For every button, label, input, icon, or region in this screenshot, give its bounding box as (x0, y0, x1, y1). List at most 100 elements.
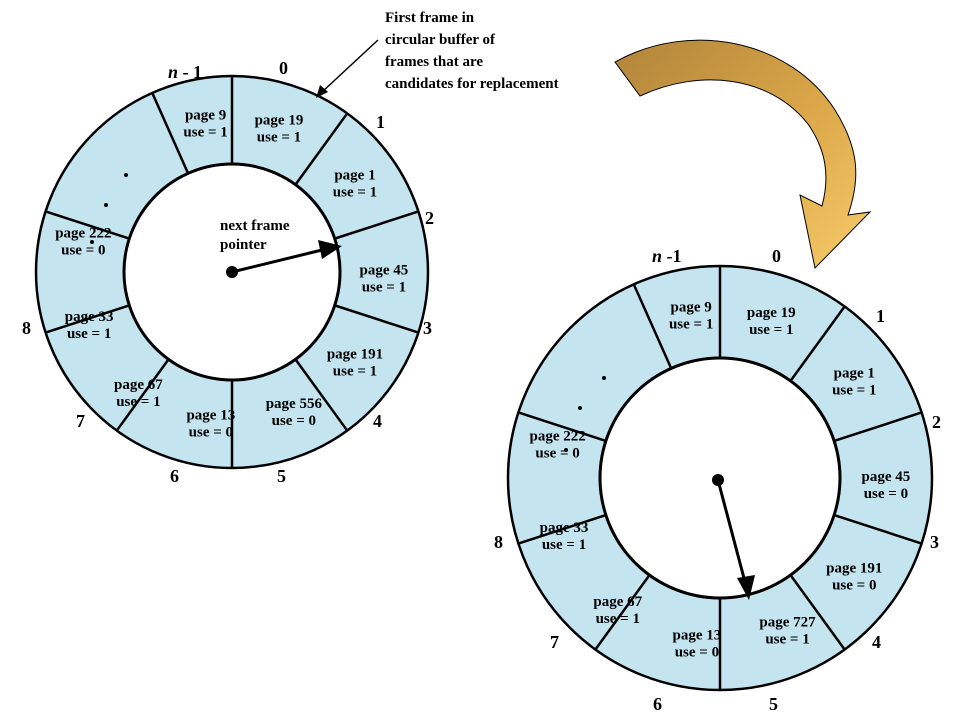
frame-use-label: use = 0 (61, 242, 105, 258)
index-labels-after: n -1 0 1 2 3 4 5 6 7 8 (494, 246, 941, 714)
index-labels-before: n - 1 0 1 2 3 4 5 6 7 8 (22, 58, 434, 486)
annotation-line4: candidates for replacement (385, 76, 559, 92)
frame-divider (334, 210, 419, 240)
frame-divider (517, 411, 607, 443)
annotation-line1: First frame in (385, 10, 475, 26)
frame-page-label: page 67 (593, 594, 642, 610)
frame-divider (151, 92, 190, 174)
frame-divider (115, 358, 170, 432)
frame-page-label: page 19 (255, 112, 304, 128)
index-label-1: 1 (376, 112, 385, 132)
frame-page-label: page 13 (186, 408, 235, 424)
index-label-1-after: 1 (876, 306, 885, 326)
frame-divider (334, 304, 419, 334)
frame-use-label: use = 0 (832, 578, 876, 594)
ellipsis-dot (578, 406, 582, 410)
frame-page-label: page 33 (540, 520, 589, 536)
pointer-shaft (716, 479, 747, 583)
frame-divider (294, 112, 349, 186)
frame-page-label: page 1 (834, 365, 875, 381)
frame-divider (789, 305, 846, 382)
frame-page-label: page 556 (266, 396, 323, 412)
frame-use-label: use = 1 (257, 129, 301, 145)
frame-divider (789, 574, 846, 651)
ellipsis-dot (564, 448, 568, 452)
index-label-2-after: 2 (932, 412, 941, 432)
frame-use-label: use = 1 (183, 124, 227, 140)
frame-use-label: use = 1 (67, 326, 111, 342)
frame-use-label: use = 1 (362, 279, 406, 295)
index-label-0: 0 (279, 58, 288, 78)
index-label-8-after: 8 (494, 532, 503, 552)
next-frame-pointer-before: next frame pointer (220, 218, 342, 278)
frame-divider (833, 513, 923, 545)
frame-use-label: use = 1 (333, 185, 377, 201)
frame-page-label: page 45 (862, 469, 911, 485)
annotation-leader-line (321, 39, 379, 93)
index-label-8: 8 (22, 318, 31, 338)
ellipsis-dots-before (90, 173, 128, 244)
frame-page-label: page 9 (185, 107, 226, 123)
frame-divider (45, 210, 130, 240)
ellipsis-dots-after (564, 376, 606, 452)
frame-divider (594, 574, 651, 651)
frame-use-label: use = 1 (596, 611, 640, 627)
frame-page-label: page 9 (671, 300, 712, 316)
frame-page-label: page 191 (327, 346, 383, 362)
frame-divider (632, 283, 673, 369)
index-label-5: 5 (277, 466, 286, 486)
transition-arrow (614, 39, 872, 270)
frame-use-label: use = 1 (765, 632, 809, 648)
index-label-6: 6 (170, 466, 179, 486)
frame-use-label: use = 1 (116, 394, 160, 410)
frame-page-label: page 33 (65, 309, 114, 325)
index-label-6-after: 6 (653, 694, 662, 714)
frame-page-label: page 13 (673, 627, 722, 643)
frame-use-label: use = 1 (669, 317, 713, 333)
frame-use-label: use = 0 (189, 425, 233, 441)
index-label-n-minus-1-after: n -1 (652, 246, 682, 266)
frame-use-label: use = 1 (832, 382, 876, 398)
frame-use-label: use = 0 (864, 486, 908, 502)
pointer-arrowhead (318, 240, 342, 259)
frame-use-label: use = 0 (535, 445, 579, 461)
index-label-4-after: 4 (872, 632, 881, 652)
annotation-line3: frames that are (385, 54, 483, 70)
frame-divider (45, 304, 130, 334)
index-label-2: 2 (425, 208, 434, 228)
frame-page-label: page 67 (114, 377, 163, 393)
frame-page-label: page 727 (759, 615, 816, 631)
frame-divider (517, 513, 607, 545)
index-label-n-minus-1: n - 1 (168, 62, 202, 82)
pointer-arrowhead (737, 575, 755, 600)
frame-page-label: page 222 (55, 225, 111, 241)
index-label-0-after: 0 (772, 246, 781, 266)
index-label-3: 3 (423, 318, 432, 338)
frame-use-label: use = 1 (542, 537, 586, 553)
ellipsis-dot (602, 376, 606, 380)
first-frame-annotation: First frame in circular buffer of frames… (316, 10, 559, 98)
ellipsis-dot (90, 240, 94, 244)
annotation-arrowhead (316, 85, 328, 98)
frame-page-label: page 19 (747, 305, 796, 321)
frame-use-label: use = 1 (333, 363, 377, 379)
frame-page-label: page 1 (334, 168, 375, 184)
index-label-7-after: 7 (550, 632, 559, 652)
frame-page-label: page 222 (530, 428, 586, 444)
frame-use-label: use = 0 (272, 413, 316, 429)
frame-page-label: page 45 (360, 262, 409, 278)
annotation-line2: circular buffer of (385, 32, 496, 48)
index-label-4: 4 (373, 411, 382, 431)
index-label-5-after: 5 (769, 694, 778, 714)
index-label-7: 7 (76, 411, 85, 431)
next-frame-label-line2: pointer (220, 237, 267, 253)
ellipsis-dot (104, 203, 108, 207)
next-frame-label-line1: next frame (220, 218, 290, 234)
index-label-3-after: 3 (930, 532, 939, 552)
pointer-shaft (231, 248, 323, 274)
frame-divider (294, 358, 349, 432)
curved-arrow-icon (614, 39, 872, 270)
frame-use-label: use = 0 (675, 644, 719, 660)
ellipsis-dot (124, 173, 128, 177)
